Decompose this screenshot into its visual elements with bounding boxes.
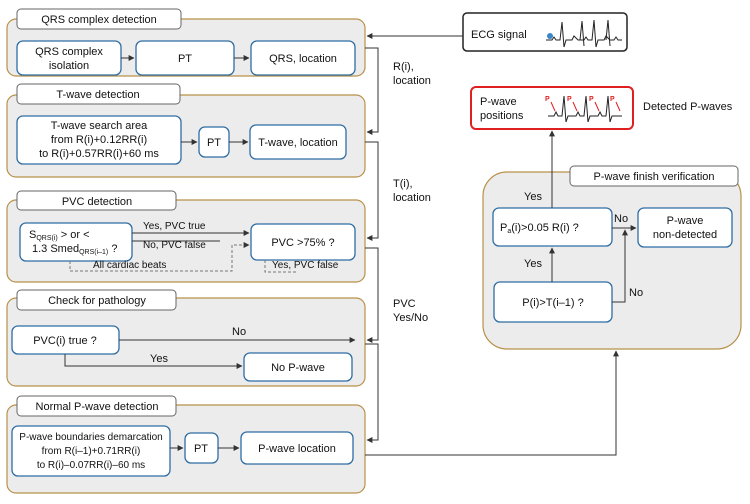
verify-no-lower-label: No bbox=[629, 287, 643, 299]
verify-panel-title: P-wave finish verification bbox=[593, 171, 714, 183]
normal-panel-title: Normal P-wave detection bbox=[36, 401, 159, 413]
pwave-boundaries-box bbox=[11, 425, 171, 477]
pathology-question-label: PVC(i) true ? bbox=[33, 335, 97, 347]
pvc-criterion-box bbox=[19, 222, 133, 262]
pvc-yes-false-label: Yes, PVC false bbox=[272, 260, 339, 271]
pwave-positions-line1: P-wave bbox=[480, 96, 517, 108]
ti-location-line1: T(i), bbox=[393, 178, 413, 190]
twave-location-label: T-wave, location bbox=[258, 137, 337, 149]
pwave-nondetected-box bbox=[637, 207, 733, 248]
qrs-pt-label: PT bbox=[178, 53, 192, 65]
connectors bbox=[64, 33, 637, 456]
tab-normal-title bbox=[16, 395, 177, 417]
pvc-panel-title: PVC detection bbox=[62, 196, 132, 208]
pvc-threshold-box bbox=[250, 223, 356, 261]
pvc-yesno-line1: PVC bbox=[393, 298, 416, 310]
pwave-boundaries-line1: P-wave boundaries demarcation bbox=[19, 432, 162, 443]
pa-condition-p: P bbox=[500, 222, 507, 234]
pvc-yes-true-label: Yes, PVC true bbox=[143, 221, 206, 232]
pa-condition-label: Pa(i)>0.05 R(i) ? bbox=[500, 222, 579, 235]
pvc-threshold-label: PVC >75% ? bbox=[271, 237, 334, 249]
twave-search-line2: from R(i)+0.12RR(i) bbox=[51, 134, 147, 146]
pwave-location-label: P-wave location bbox=[258, 443, 336, 455]
p-marker-1: P bbox=[545, 96, 550, 103]
pathology-yes-label: Yes bbox=[150, 353, 168, 365]
tab-verify-title bbox=[569, 165, 739, 187]
pathology-panel-title: Check for pathology bbox=[48, 295, 146, 307]
pvc-criterion-s: S bbox=[29, 229, 36, 241]
pvc-criterion-smed-sub: QRS(i–1) bbox=[79, 249, 108, 256]
dashed-connectors bbox=[69, 242, 298, 273]
pvc-no-false-label: No, PVC false bbox=[143, 240, 206, 251]
tab-pvc-title bbox=[16, 190, 177, 211]
qrs-isolation-line2: isolation bbox=[49, 60, 89, 72]
twave-pt-label: PT bbox=[207, 137, 221, 149]
all-cardiac-beats-label: All cardiac beats bbox=[93, 260, 166, 271]
tab-qrs-title bbox=[16, 8, 182, 30]
qrs-isolation-line1: QRS complex bbox=[35, 46, 103, 58]
ri-location-line1: R(i), bbox=[393, 61, 414, 73]
detected-pwaves-label: Detected P-waves bbox=[643, 101, 733, 113]
pwave-trace-icon: P P P P bbox=[545, 95, 622, 123]
ri-location-line2: location bbox=[393, 75, 431, 87]
pa-condition-rest: (i)>0.05 R(i) ? bbox=[511, 222, 579, 234]
pvc-criterion-smed: 1.3 Smed bbox=[32, 243, 79, 255]
verify-yes-mid-label: Yes bbox=[524, 258, 542, 270]
qrs-location-box bbox=[250, 40, 356, 76]
pvc-yesno-line2: Yes/No bbox=[393, 312, 428, 324]
p-marker-4: P bbox=[610, 96, 615, 103]
ecg-signal-box bbox=[462, 12, 628, 52]
no-pwave-box bbox=[243, 352, 353, 382]
qrs-location-label: QRS, location bbox=[269, 53, 337, 65]
ecg-marker-dot bbox=[547, 33, 553, 39]
no-pwave-label: No P-wave bbox=[271, 362, 325, 374]
pwave-positions-line2: positions bbox=[480, 110, 524, 122]
pt-condition-label: P(i)>T(i–1) ? bbox=[522, 297, 583, 309]
pvc-criterion-s-sub: QRS(i) bbox=[36, 235, 57, 242]
tab-pathology-title bbox=[16, 289, 177, 311]
tab-twave-title bbox=[16, 83, 181, 105]
normal-pt-label: PT bbox=[194, 443, 208, 455]
ecg-trace-icon bbox=[546, 19, 622, 48]
qrs-panel-title: QRS complex detection bbox=[41, 14, 157, 26]
pathology-no-label: No bbox=[232, 326, 246, 338]
p-marker-3: P bbox=[589, 96, 594, 103]
ti-location-line2: location bbox=[393, 192, 431, 204]
twave-location-box bbox=[249, 124, 347, 160]
pvc-criterion-end: ? bbox=[108, 243, 117, 255]
pwave-boundaries-line2: from R(i–1)+0.71RR(i) bbox=[42, 446, 141, 457]
pvc-criterion-line2: 1.3 SmedQRS(i–1) ? bbox=[32, 243, 117, 256]
twave-search-line3: to R(i)+0.57RR(i)+60 ms bbox=[39, 148, 159, 160]
pvc-criterion-line1: SQRS(i) > or < bbox=[29, 229, 90, 242]
pwave-positions-box bbox=[470, 86, 634, 130]
pwave-location-box bbox=[240, 431, 354, 465]
p-marker-2: P bbox=[567, 96, 572, 103]
ecg-signal-label: ECG signal bbox=[471, 29, 527, 41]
twave-panel-title: T-wave detection bbox=[56, 89, 139, 101]
pwave-nondetected-line2: non-detected bbox=[653, 229, 717, 241]
twave-search-line1: T-wave search area bbox=[51, 120, 148, 132]
pvc-criterion-rest: > or < bbox=[58, 229, 90, 241]
pwave-boundaries-line3: to R(i)–0.07RR(i)–60 ms bbox=[37, 460, 145, 471]
twave-search-box bbox=[16, 115, 182, 165]
verify-yes-top-label: Yes bbox=[524, 191, 542, 203]
pwave-nondetected-line1: P-wave bbox=[667, 215, 704, 227]
verify-no-right-label: No bbox=[614, 213, 628, 225]
pa-condition-sub: a bbox=[507, 228, 511, 235]
